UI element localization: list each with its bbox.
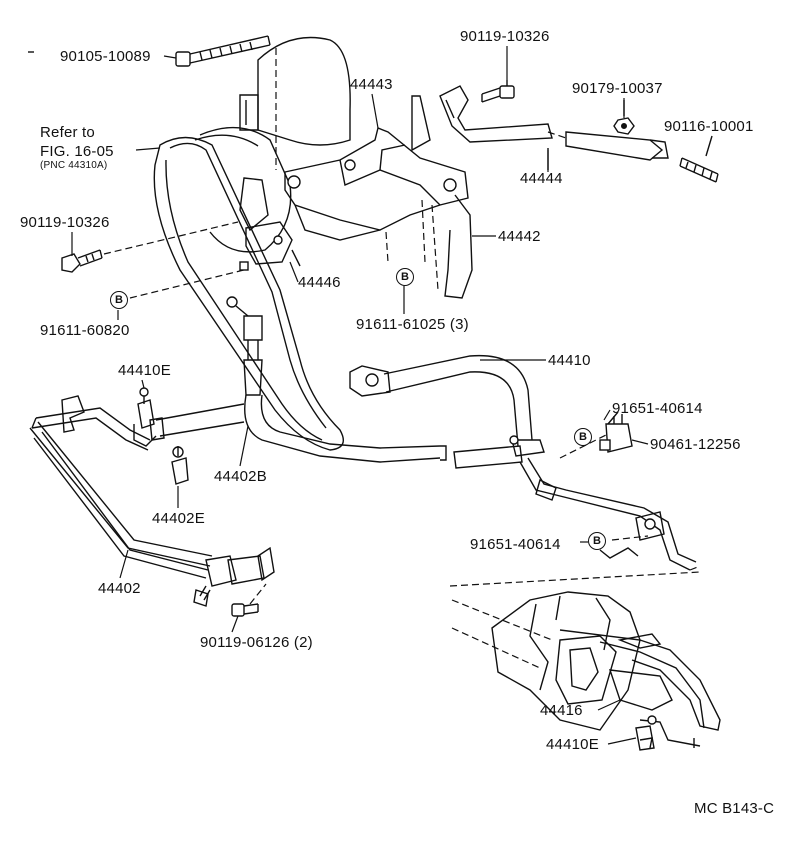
clamp-44410E-top-icon [133, 387, 157, 447]
label-bolt-90119-06126: 90119-06126 (2) [200, 634, 313, 651]
marker-b-center: B [396, 268, 414, 286]
pulley-icon [194, 126, 292, 253]
label-hose-44410: 44410 [548, 352, 591, 369]
label-bolt-91611-60820: 91611-60820 [40, 322, 130, 339]
label-washer-90179: 90179-10037 [572, 80, 663, 97]
label-refer-pnc: (PNC 44310A) [40, 160, 108, 171]
nut-90179-icon [613, 100, 635, 135]
label-clip-91651-mid: 91651-40614 [470, 536, 561, 553]
label-clamp-44410E-top: 44410E [118, 362, 171, 379]
bolt-90119-06126-icon [231, 583, 267, 617]
bolt-90119-top-icon [481, 80, 515, 103]
label-stud-90116: 90116-10001 [664, 118, 754, 135]
bolt-90119-left-icon [61, 221, 239, 273]
label-clip-91651-top: 91651-40614 [612, 400, 703, 417]
pressure-tube-44402-icon [29, 395, 275, 607]
label-refer-figure: FIG. 16-05 [40, 143, 114, 160]
return-hose-icon [149, 394, 447, 463]
label-bracket-44444: 44444 [520, 170, 563, 187]
bracket-44444-icon [439, 85, 669, 170]
marker-b-left: B [110, 291, 128, 309]
clamp-44402E-icon [171, 446, 189, 485]
label-clamp-44402E: 44402E [152, 510, 205, 527]
drive-belt-icon [153, 136, 344, 451]
hose-44410-icon [349, 354, 545, 469]
label-refer-to: Refer to [40, 124, 95, 141]
label-clamp-44410E-bottom: 44410E [546, 736, 599, 753]
label-bolt-90119-top: 90119-10326 [460, 28, 550, 45]
damper-icon [226, 296, 263, 396]
label-bolt-91611-61025: 91611-61025 (3) [356, 316, 469, 333]
clamp-90461-icon [599, 411, 633, 453]
label-clamp-90461: 90461-12256 [650, 436, 741, 453]
label-tube-44416: 44416 [540, 702, 583, 719]
label-hose-44402B: 44402B [214, 468, 267, 485]
bracket-44446-icon [239, 221, 301, 271]
label-bracket-44442: 44442 [498, 228, 541, 245]
leader-b-left [129, 269, 245, 299]
stud-90116-icon [679, 135, 719, 183]
pump-reservoir-icon [239, 36, 351, 170]
label-figure-code: MC B143-C [694, 800, 775, 817]
bracket-44442-icon [284, 95, 473, 299]
marker-b-right-top: B [574, 428, 592, 446]
label-bolt-90105: 90105-10089 [60, 48, 151, 65]
steering-gear-icon [449, 571, 721, 751]
tube-routing-right-icon [519, 433, 701, 571]
label-bracket-44446: 44446 [298, 274, 341, 291]
marker-b-right-mid: B [588, 532, 606, 550]
label-bolt-90119-left: 90119-10326 [20, 214, 110, 231]
label-reservoir-44443: 44443 [350, 76, 393, 93]
bolt-90105-icon [175, 35, 271, 67]
label-tube-44402: 44402 [98, 580, 141, 597]
